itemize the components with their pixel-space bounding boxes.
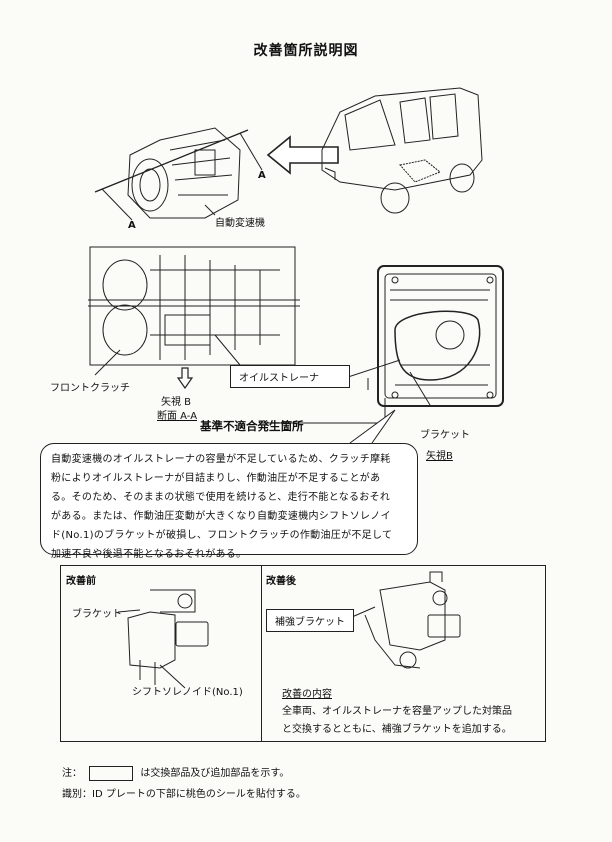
oil-strainer-label: オイルストレーナ <box>230 365 350 388</box>
pointer-arrow <box>266 135 339 175</box>
description-line: 粉によりオイルストレーナが目詰まりし、作動油圧が不足することがあ <box>51 473 381 484</box>
section-line <box>94 129 249 193</box>
improvement-content-line: と交換するとともに、補強ブラケットを追加する。 <box>282 724 512 735</box>
reinforced-bracket-label: 補強ブラケット <box>266 609 354 632</box>
view-arrow <box>176 367 194 390</box>
before-bracket-label: ブラケット <box>72 609 122 620</box>
description-callout: 自動変速機のオイルストレーナの容量が不足しているため、クラッチ摩耗 粉によりオイ… <box>40 443 418 560</box>
after-drawing <box>364 571 461 669</box>
replacement-part-swatch <box>89 765 134 781</box>
cross-section-drawing <box>88 246 300 376</box>
before-heading: 改善前 <box>66 576 96 587</box>
description-line: る。そのため、そのままの状態で使用を続けると、走行不能となるおそれ <box>51 492 391 503</box>
view-b-label: 矢視 B <box>161 397 192 408</box>
page-title: 改善箇所説明図 <box>253 43 359 59</box>
table-divider <box>261 566 262 741</box>
bracket-label: ブラケット <box>420 430 470 441</box>
identification-note: 識別：ID プレートの下部に桃色のシールを貼付する。 <box>62 789 306 800</box>
section-mark-a-right: A <box>258 170 266 181</box>
after-heading: 改善後 <box>266 576 296 587</box>
note-prefix: 注： <box>62 768 82 779</box>
before-drawing <box>127 589 209 685</box>
section-mark-a-left: A <box>128 220 136 231</box>
improvement-content-heading: 改善の内容 <box>282 689 332 700</box>
improvement-content-line: 全車両、オイルストレーナを容量アップした対策品 <box>282 706 512 717</box>
section-aa-label: 断面 A-A <box>157 411 198 422</box>
description-line: がある。または、作動油圧変動が大きくなり自動変速機内シフトソレノイ <box>51 511 391 522</box>
description-line: ド(No.1)のブラケットが破損し、フロントクラッチの作動油圧が不足して <box>51 530 393 541</box>
view-b-right-label: 矢視B <box>426 451 453 462</box>
note-line: 注： は交換部品及び追加部品を示す。 <box>62 764 289 781</box>
description-line: 自動変速機のオイルストレーナの容量が不足しているため、クラッチ摩耗 <box>51 454 391 465</box>
description-line: 加速不良や後退不能となるおそれがある。 <box>51 549 247 560</box>
front-clutch-label: フロントクラッチ <box>50 383 130 394</box>
note-text: は交換部品及び追加部品を示す。 <box>140 768 290 779</box>
automatic-transmission-label: 自動変速機 <box>215 218 265 229</box>
van-sketch <box>321 87 483 214</box>
shift-solenoid-label: シフトソレノイド(No.1) <box>132 687 243 698</box>
oil-pan-view <box>377 265 504 407</box>
comparison-table <box>60 565 546 742</box>
transmission-sketch <box>127 127 241 219</box>
nonconformity-location-label: 基準不適合発生箇所 <box>200 419 304 433</box>
